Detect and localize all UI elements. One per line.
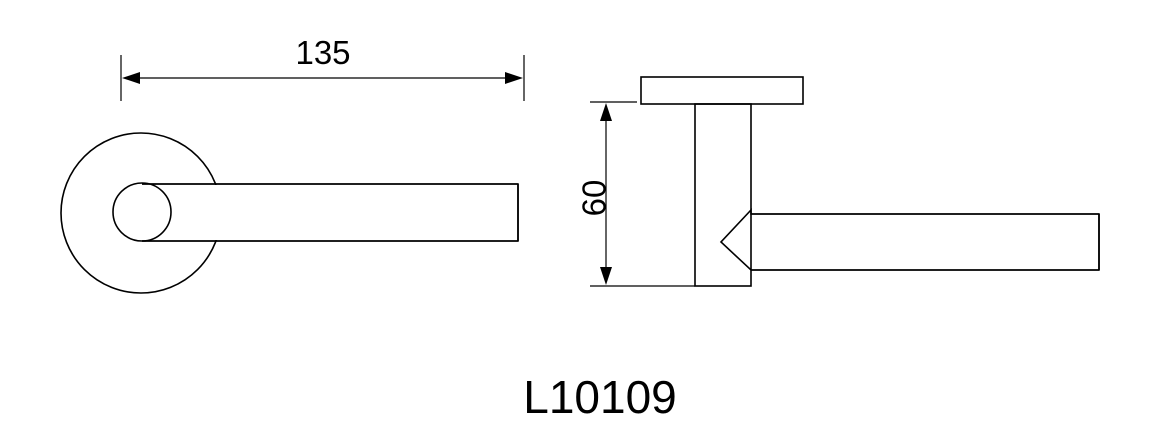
lever-front-mask [143,185,517,240]
dimension-length: 135 [120,34,525,101]
hub-circle [112,182,172,242]
rose-plate [640,76,804,105]
arrow-left-icon [122,72,140,84]
arrow-right-icon [505,72,523,84]
arrow-down-icon [600,267,612,285]
lever-side-mask [752,215,1098,269]
model-code: L10109 [523,371,677,423]
dimension-length-label: 135 [295,34,350,71]
dimension-height: 60 [576,101,695,287]
arrow-up-icon [600,103,612,121]
side-view [640,76,1100,287]
dimension-height-label: 60 [576,180,613,217]
handle-neck [694,103,752,287]
front-view [60,132,519,294]
